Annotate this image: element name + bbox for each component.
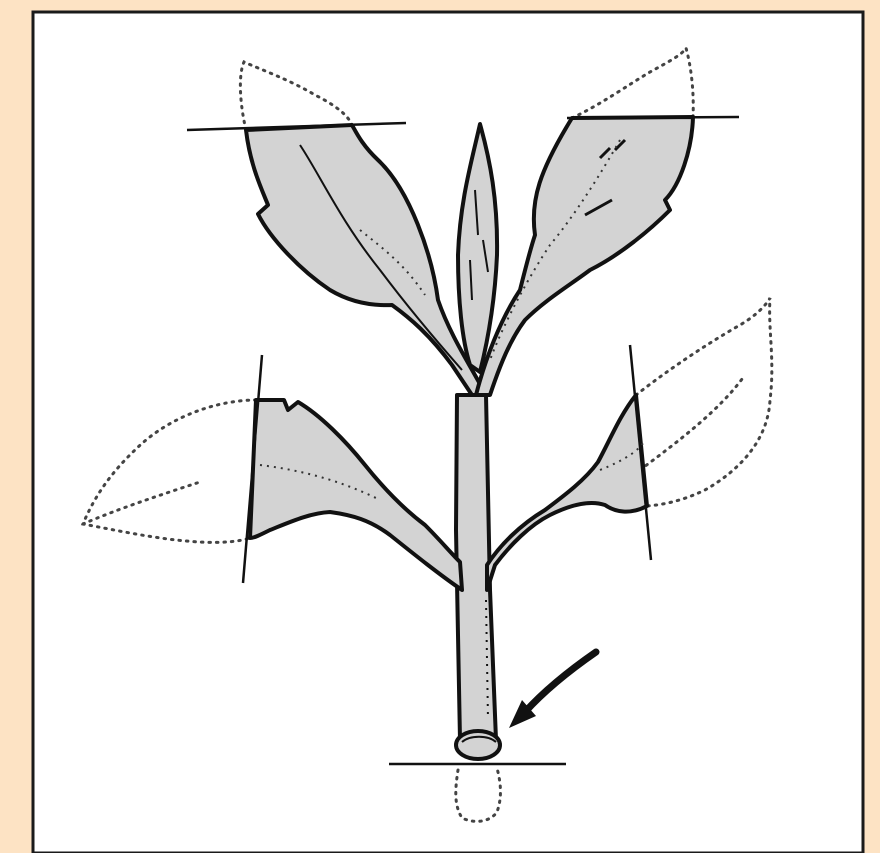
node <box>456 731 500 759</box>
cut-line-upper-right <box>567 117 739 118</box>
